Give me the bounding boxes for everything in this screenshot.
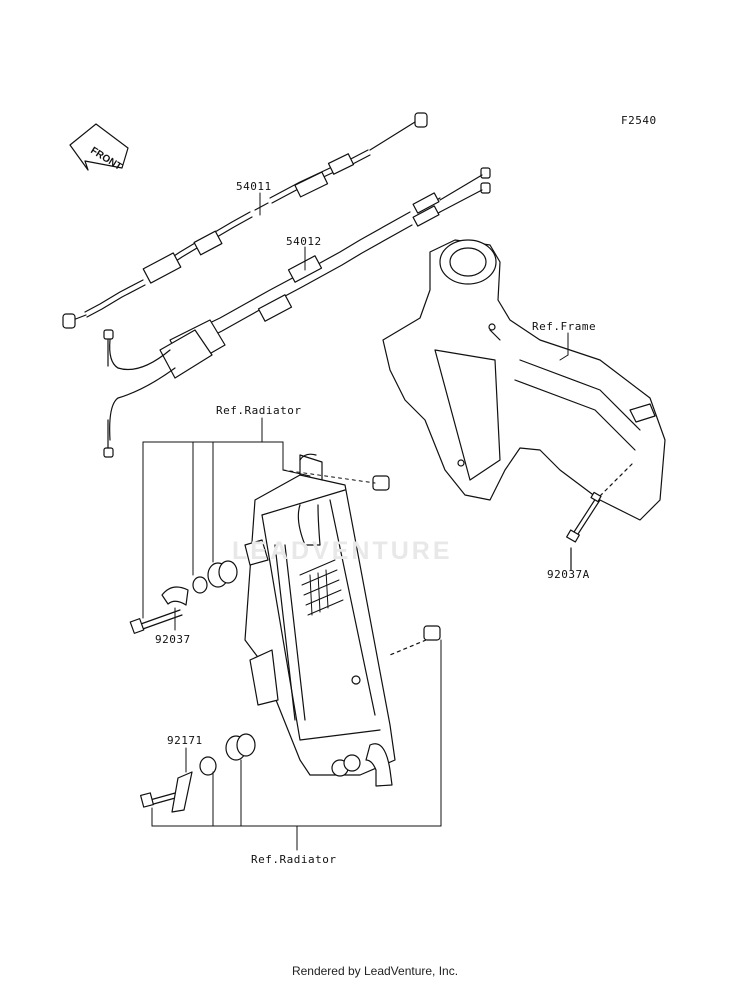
ref-frame-label: Ref.Frame xyxy=(532,320,597,333)
part-label-92037A[interactable]: 92037A xyxy=(547,568,590,581)
clamp-lower xyxy=(171,771,193,813)
radiator xyxy=(244,453,396,787)
cable-54011[interactable] xyxy=(62,112,428,329)
front-arrow-icon: FRONT xyxy=(69,123,129,173)
clamp xyxy=(161,586,189,606)
part-label-92037[interactable]: 92037 xyxy=(155,633,191,646)
part-label-54012[interactable]: 54012 xyxy=(286,235,322,248)
grommet-lower xyxy=(225,733,256,761)
bolt-92037[interactable] xyxy=(129,609,183,634)
figure-code: F2540 xyxy=(621,114,657,127)
part-label-92171[interactable]: 92171 xyxy=(167,734,203,747)
ref-radiator-bottom-label: Ref.Radiator xyxy=(251,853,337,866)
leader-lines xyxy=(142,192,569,851)
washer-upper xyxy=(192,576,208,594)
part-label-54011[interactable]: 54011 xyxy=(236,180,272,193)
ref-radiator-top-label: Ref.Radiator xyxy=(216,404,302,417)
cable-54012[interactable] xyxy=(103,167,491,458)
footer-credit: Rendered by LeadVenture, Inc. xyxy=(291,964,459,978)
collar-right xyxy=(389,625,441,656)
frame-section xyxy=(382,239,666,521)
frame-bolt-92037A[interactable] xyxy=(566,463,633,571)
washer-lower xyxy=(199,756,217,776)
watermark: LEADVENTURE xyxy=(232,537,453,565)
grommet-upper xyxy=(207,560,238,588)
